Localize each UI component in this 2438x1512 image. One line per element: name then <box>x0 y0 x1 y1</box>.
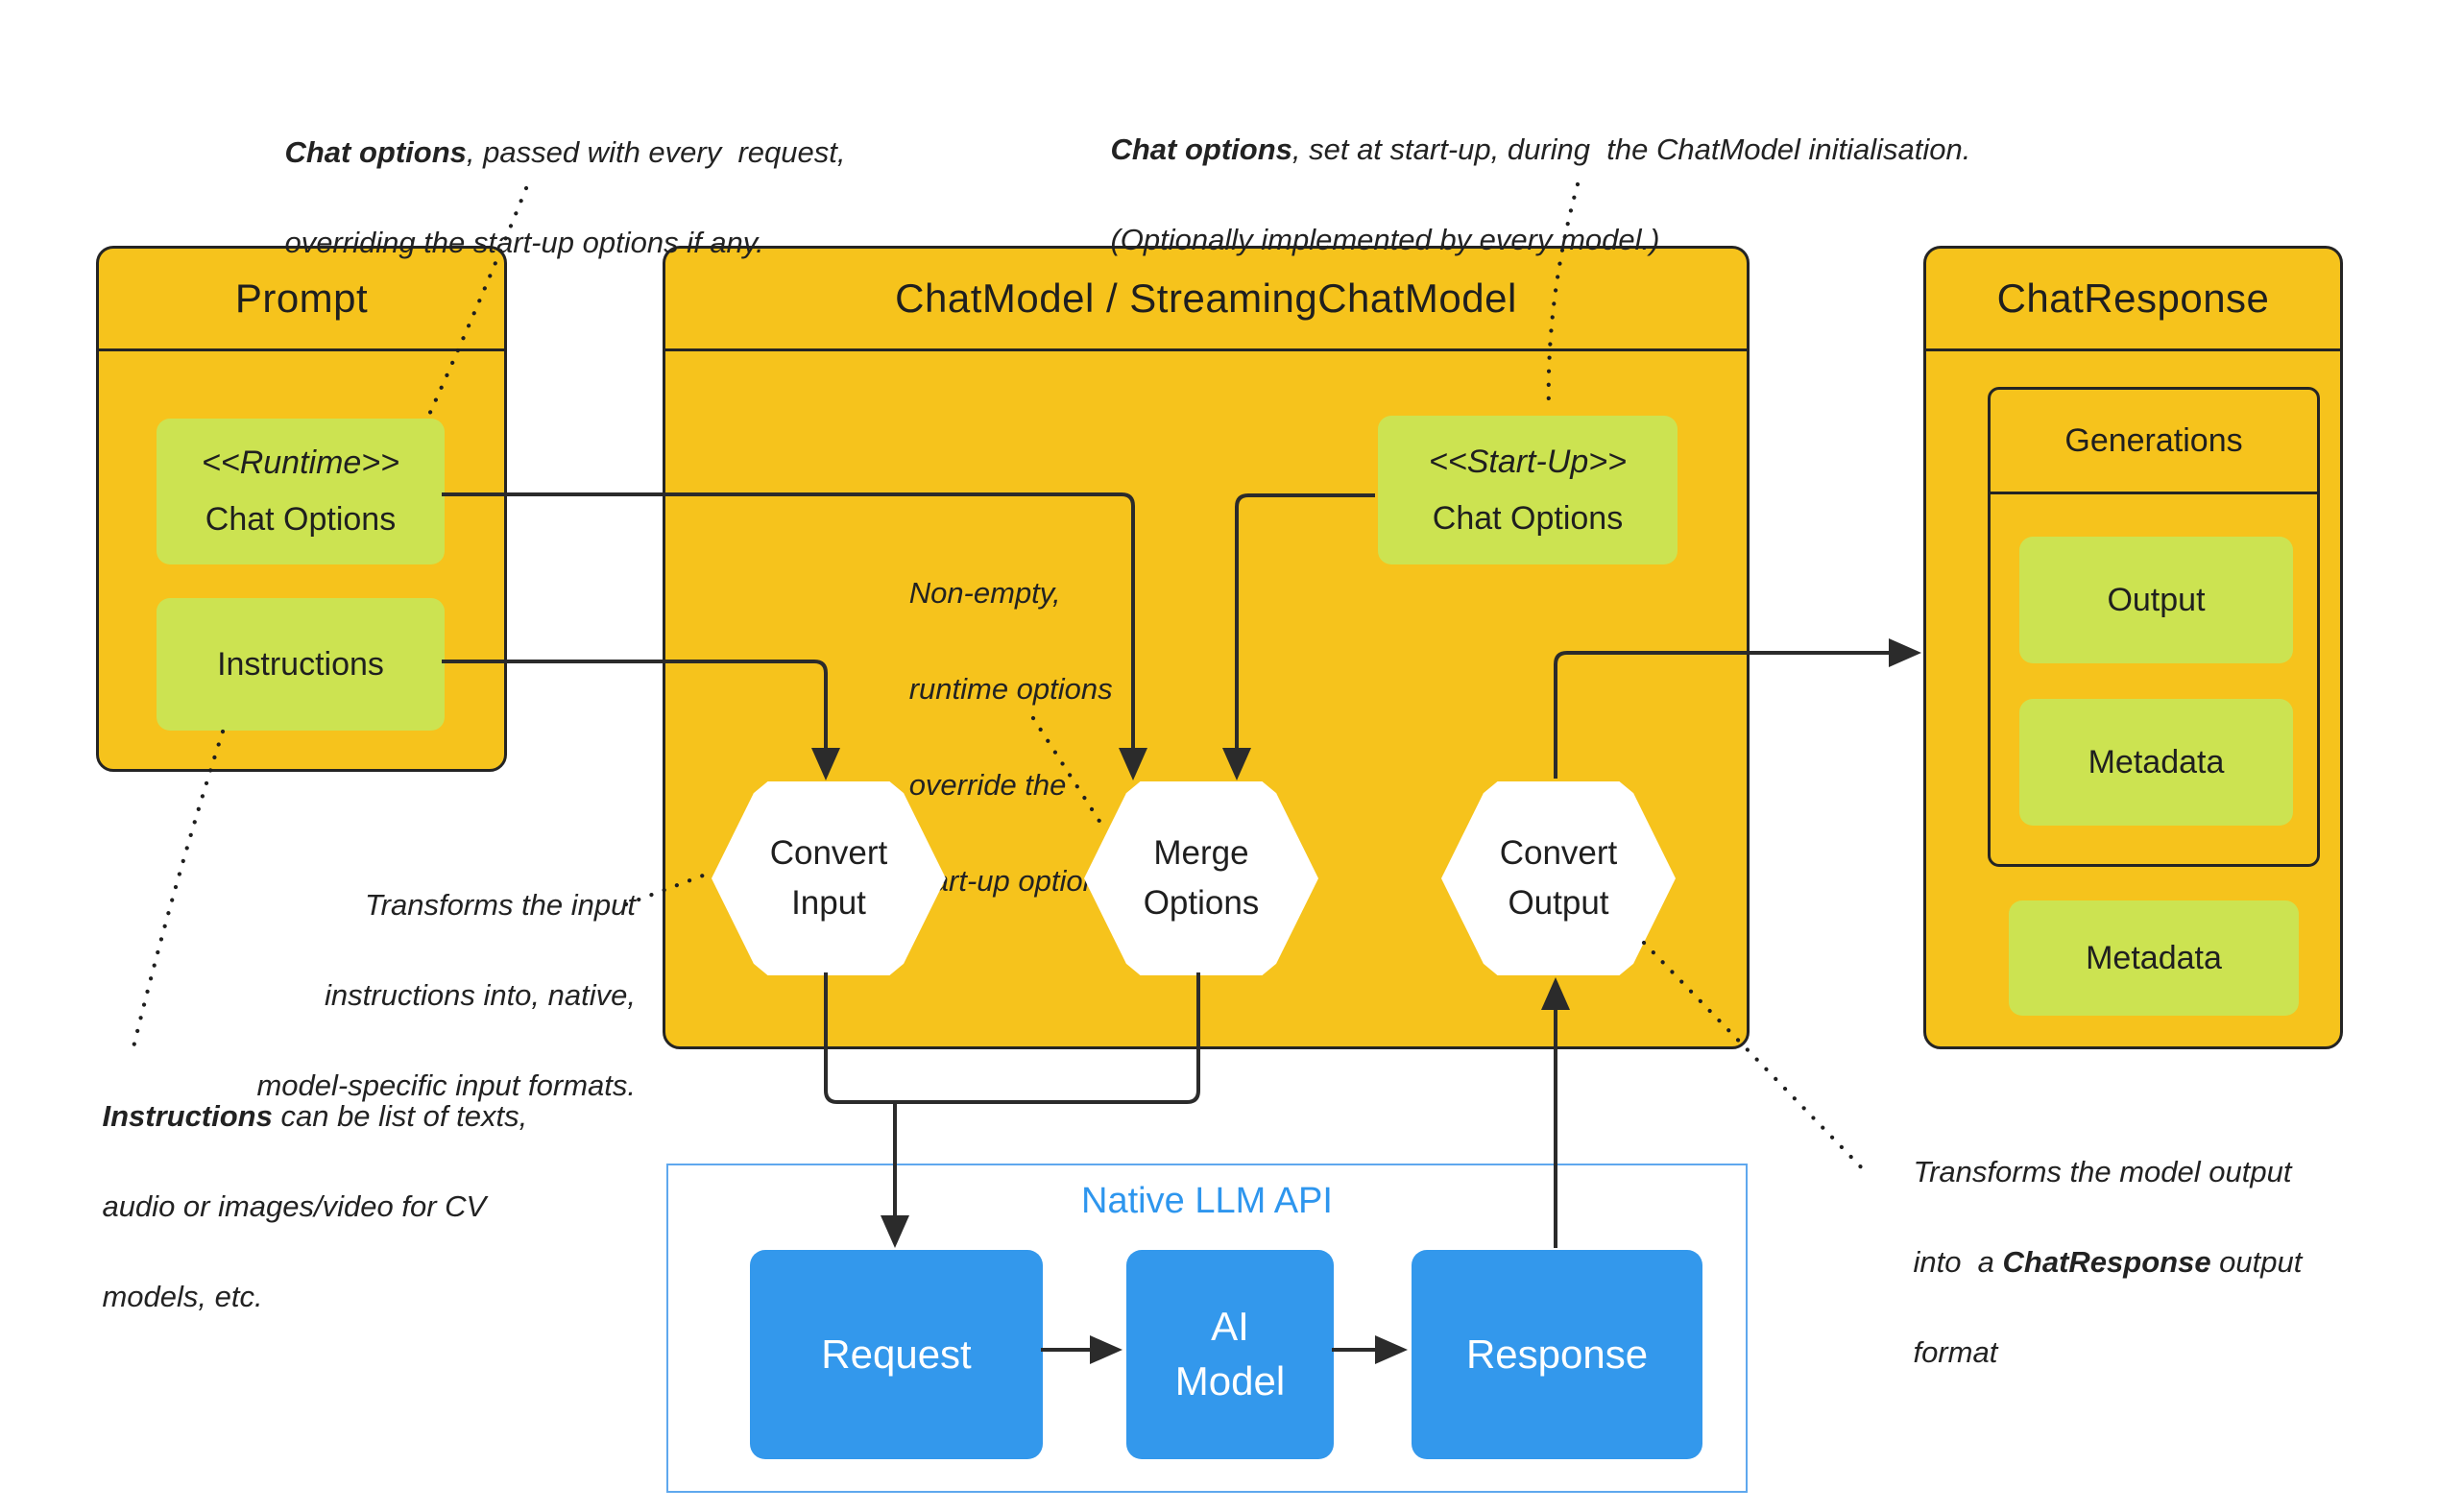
output-box: Output <box>2019 537 2293 663</box>
chatmodel-title: ChatModel / StreamingChatModel <box>665 249 1747 351</box>
output-label: Output <box>2107 581 2206 618</box>
merge-note-line3: override the <box>908 768 1067 802</box>
chatresponse-panel: ChatResponse Generations Output Metadata… <box>1923 246 2343 1049</box>
arrowhead-to-chatresponse <box>1889 638 1921 667</box>
annotation-startup-options-line2: (Optionally implemented by every model.) <box>1110 223 1660 256</box>
annotation-runtime-options-line1: , passed with every request, <box>466 135 846 169</box>
annotation-startup-options-line1: , set at start-up, during the ChatModel … <box>1291 132 1971 166</box>
response-metadata-box: Metadata <box>2009 900 2299 1016</box>
startup-chat-options-label: Chat Options <box>1432 499 1624 537</box>
generations-box: Generations Output Metadata <box>1988 387 2320 867</box>
annotation-instructions-line2: audio or images/video for CV <box>102 1189 487 1223</box>
request-box: Request <box>750 1250 1043 1459</box>
startup-chat-options-box: <<Start-Up>> Chat Options <box>1378 416 1678 564</box>
merge-options-label-line1: Merge <box>1153 833 1249 872</box>
annotation-convert-output-line3: format <box>1913 1335 1998 1369</box>
generation-metadata-label: Metadata <box>2088 743 2225 780</box>
annotation-startup-options: Chat options, set at start-up, during th… <box>1077 82 2143 307</box>
annotation-convert-output-line1: Transforms the model output <box>1913 1155 2292 1188</box>
chatresponse-title: ChatResponse <box>1926 249 2340 351</box>
ai-model-box: AI Model <box>1126 1250 1334 1459</box>
instructions-label: Instructions <box>217 645 384 683</box>
merge-options-label-line2: Options <box>1143 884 1260 922</box>
annotation-convert-input-line2: instructions into, native, <box>325 978 636 1012</box>
annotation-instructions-bold: Instructions <box>102 1099 273 1133</box>
annotation-convert-output-line2c: output <box>2210 1245 2303 1279</box>
response-label: Response <box>1465 1331 1649 1377</box>
annotation-runtime-options-line2: overriding the start-up options if any. <box>284 226 764 259</box>
merge-note-line1: Non-empty, <box>908 576 1061 610</box>
prompt-title: Prompt <box>99 249 504 351</box>
annotation-runtime-options: Chat options, passed with every request,… <box>252 84 943 310</box>
annotation-instructions: Instructions can be list of texts, audio… <box>69 1048 607 1364</box>
annotation-instructions-line3: models, etc. <box>102 1280 263 1313</box>
convert-input-label-line1: Convert <box>769 833 888 872</box>
annotation-convert-input-line3: model-specific input formats. <box>256 1068 636 1102</box>
instructions-box: Instructions <box>157 598 445 731</box>
annotation-convert-input: Transforms the input instructions into, … <box>187 837 636 1153</box>
merge-options-hexagon: Merge Options <box>1084 781 1318 975</box>
convert-input-hexagon: Convert Input <box>712 781 946 975</box>
startup-stereotype: <<Start-Up>> <box>1428 443 1627 480</box>
runtime-chat-options-box: <<Runtime>> Chat Options <box>157 419 445 564</box>
annotation-convert-output: Transforms the model output into a ChatR… <box>1880 1104 2399 1420</box>
annotation-convert-input-line1: Transforms the input <box>365 888 636 922</box>
runtime-stereotype: <<Runtime>> <box>201 444 400 482</box>
merge-note-line2: runtime options <box>908 672 1113 706</box>
native-llm-api-panel: Native LLM API Request AI Model Response <box>666 1164 1748 1493</box>
annotation-convert-output-line2a: into a <box>1913 1245 2003 1279</box>
annotation-convert-output-line2-bold: ChatResponse <box>2002 1245 2211 1279</box>
convert-output-label-line1: Convert <box>1499 833 1618 872</box>
native-llm-api-title: Native LLM API <box>1081 1181 1333 1221</box>
annotation-instructions-line1: can be list of texts, <box>272 1099 528 1133</box>
annotation-startup-options-bold: Chat options <box>1110 132 1292 166</box>
response-metadata-label: Metadata <box>2086 939 2222 976</box>
convert-output-hexagon: Convert Output <box>1441 781 1676 975</box>
response-box: Response <box>1412 1250 1702 1459</box>
convert-input-label-line2: Input <box>791 884 866 922</box>
annotation-runtime-options-bold: Chat options <box>284 135 467 169</box>
chatmodel-panel: ChatModel / StreamingChatModel <<Start-U… <box>663 246 1750 1049</box>
ai-model-label-line1: AI <box>1211 1304 1249 1350</box>
prompt-panel: Prompt <<Runtime>> Chat Options Instruct… <box>96 246 507 772</box>
ai-model-label-line2: Model <box>1174 1358 1286 1404</box>
convert-output-label-line2: Output <box>1508 884 1609 922</box>
runtime-chat-options-label: Chat Options <box>205 501 397 538</box>
generations-label: Generations <box>1991 390 2317 494</box>
request-label: Request <box>821 1331 972 1377</box>
generation-metadata-box: Metadata <box>2019 699 2293 826</box>
